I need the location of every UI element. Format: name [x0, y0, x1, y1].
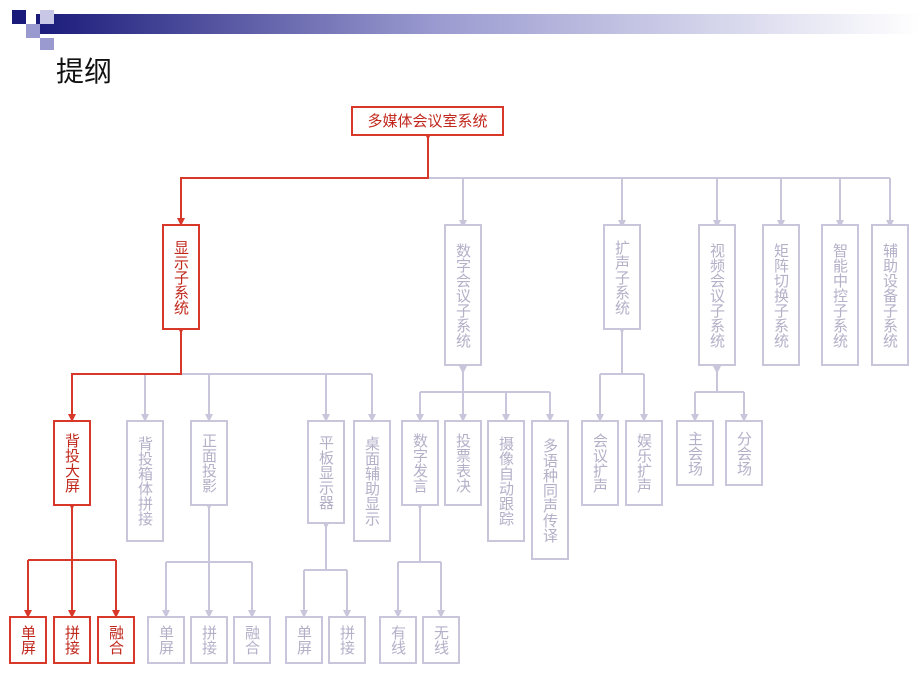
node-voting: 投票表决	[444, 420, 482, 506]
node-sub-venue: 分会场	[725, 420, 763, 486]
node-digital-conference-subsystem: 数字会议子系统	[444, 224, 482, 366]
node-wired: 有线	[379, 616, 417, 664]
node-multilingual-interpretation: 多语种同声传译	[531, 420, 569, 560]
node-fp-single-screen: 单屏	[147, 616, 185, 664]
node-fp-fusion: 融合	[233, 616, 271, 664]
node-entertainment-pa: 娱乐扩声	[625, 420, 663, 506]
node-rb-splice: 拼接	[53, 616, 91, 664]
node-desk-aux-display: 桌面辅助显示	[353, 420, 391, 542]
node-fp-splice: 拼接	[190, 616, 228, 664]
node-front-projection: 正面投影	[190, 420, 228, 506]
node-pa-subsystem: 扩声子系统	[603, 224, 641, 330]
node-rb-single-screen: 单屏	[9, 616, 47, 664]
node-flat-single-screen: 单屏	[285, 616, 323, 664]
node-rear-projection-box-splice: 背投箱体拼接	[126, 420, 164, 542]
node-aux-equipment-subsystem: 辅助设备子系统	[871, 224, 909, 366]
node-wireless: 无线	[422, 616, 460, 664]
header-decoration	[12, 0, 920, 50]
node-flat-splice: 拼接	[328, 616, 366, 664]
node-display-subsystem: 显示子系统	[162, 224, 200, 330]
node-camera-auto-tracking: 摄像自动跟踪	[487, 420, 525, 542]
node-matrix-switch-subsystem: 矩阵切换子系统	[762, 224, 800, 366]
node-rear-projection-big-screen: 背投大屏	[53, 420, 91, 506]
page-title: 提纲	[56, 55, 113, 88]
node-main-venue: 主会场	[676, 420, 714, 486]
node-digital-speech: 数字发言	[401, 420, 439, 506]
node-rb-fusion: 融合	[97, 616, 135, 664]
node-video-conference-subsystem: 视频会议子系统	[698, 224, 736, 366]
node-central-control-subsystem: 智能中控子系统	[821, 224, 859, 366]
node-conference-pa: 会议扩声	[581, 420, 619, 506]
node-multimedia-system: 多媒体会议室系统	[351, 106, 504, 136]
node-flat-panel-display: 平板显示器	[307, 420, 345, 524]
